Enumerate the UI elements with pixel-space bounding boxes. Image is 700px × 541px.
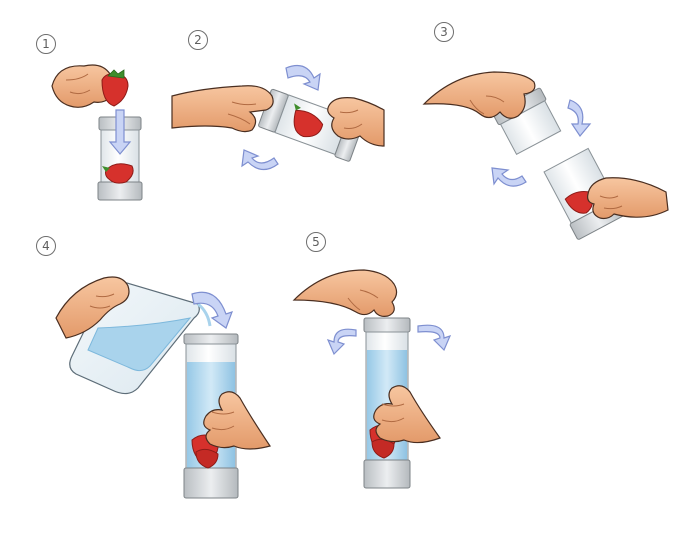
step-3-number: 3 [434,22,454,42]
rotate-arrow-icon [417,324,452,352]
hand-icon [587,177,669,220]
step-5-number: 5 [306,232,326,252]
step-4-number: 4 [36,236,56,256]
rotate-arrow-icon [567,99,592,138]
rotate-arrow-icon [191,291,234,329]
strawberry-icon [102,163,134,184]
hand-icon [55,276,130,339]
hand-icon [292,269,398,317]
hand-icon [203,391,271,450]
hand-icon [422,71,536,119]
bottle-icon [543,147,626,240]
step-4-illustration [55,276,271,499]
hand-icon [373,385,441,444]
step-1-number: 1 [36,34,56,54]
hand-icon [171,85,274,133]
strawberry-icon [101,69,129,107]
rotate-arrow-icon [241,149,279,171]
step-3-illustration [422,71,669,240]
rotate-arrow-icon [285,65,321,91]
step-2-number: 2 [188,30,208,50]
rotate-arrow-icon [491,167,527,187]
step-1-illustration [51,64,143,201]
step-2-illustration [171,65,385,171]
hand-icon [327,97,385,147]
down-arrow-icon [108,109,132,155]
step-5-illustration [292,269,452,489]
rotate-arrow-icon [326,328,357,356]
